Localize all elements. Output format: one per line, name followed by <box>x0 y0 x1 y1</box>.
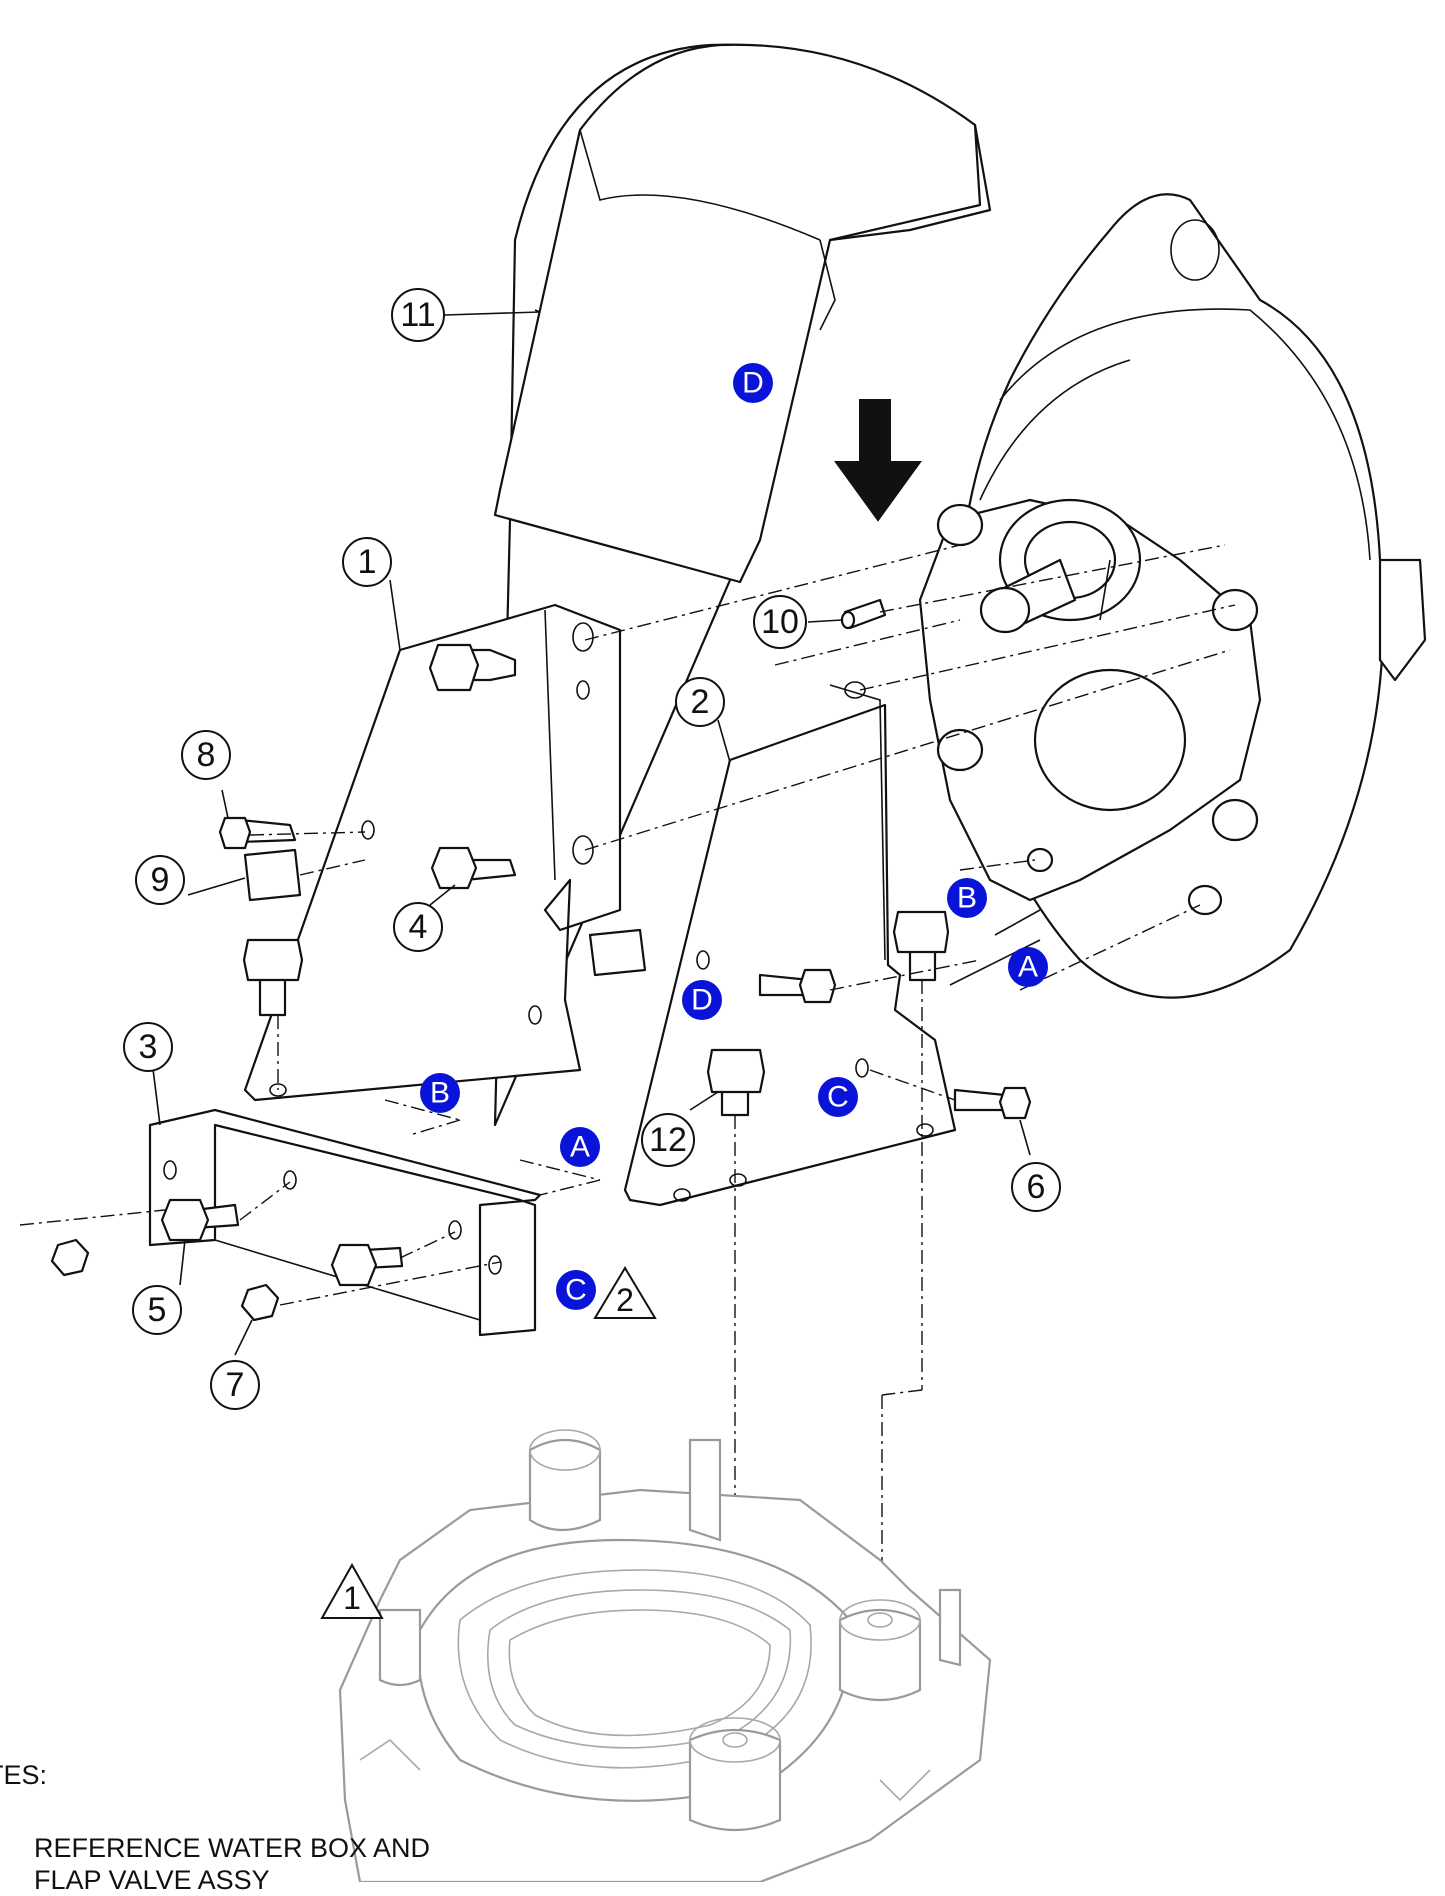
flag-d-cover: D <box>733 363 773 403</box>
flag-b-gearbox: B <box>947 878 987 918</box>
svg-text:C: C <box>827 1081 849 1114</box>
svg-text:10: 10 <box>761 603 799 641</box>
svg-text:B: B <box>957 882 977 915</box>
callout-8: 8 <box>181 730 231 780</box>
svg-text:A: A <box>1018 951 1038 984</box>
svg-text:9: 9 <box>151 861 170 899</box>
flag-d-bracket: D <box>682 980 722 1020</box>
svg-text:A: A <box>570 1131 590 1164</box>
water-box-reference-part <box>338 1429 992 1882</box>
note-triangle-2: 2 <box>593 1266 657 1319</box>
flag-c-lower: C <box>556 1270 596 1310</box>
callout-1: 1 <box>342 537 392 587</box>
svg-text:1: 1 <box>343 1580 361 1616</box>
bracket-part-2 <box>623 681 957 1207</box>
svg-text:2: 2 <box>616 1282 634 1318</box>
svg-text:8: 8 <box>197 736 216 774</box>
down-arrow-icon <box>834 399 922 522</box>
flag-a-gearbox: A <box>1008 947 1048 987</box>
callout-7: 7 <box>210 1360 260 1410</box>
cover-part <box>493 43 992 1127</box>
svg-text:5: 5 <box>148 1291 167 1329</box>
svg-text:1: 1 <box>358 543 377 581</box>
svg-text:12: 12 <box>649 1121 687 1159</box>
svg-text:7: 7 <box>226 1366 245 1404</box>
callout-9: 9 <box>135 855 185 905</box>
svg-text:6: 6 <box>1027 1168 1046 1206</box>
gearbox-assembly <box>918 193 1427 999</box>
callout-2: 2 <box>675 677 725 727</box>
svg-text:4: 4 <box>409 908 428 946</box>
flag-a-bracket: A <box>560 1127 600 1167</box>
callout-10: 10 <box>753 595 807 649</box>
callout-4: 4 <box>393 902 443 952</box>
hardware <box>50 598 1032 1322</box>
svg-text:D: D <box>742 367 764 400</box>
svg-text:D: D <box>691 984 713 1017</box>
callout-12: 12 <box>641 1113 695 1167</box>
callout-5: 5 <box>132 1285 182 1335</box>
notes-item-line-1: REFERENCE WATER BOX AND <box>34 1833 431 1863</box>
svg-text:C: C <box>565 1274 587 1307</box>
callout-3: 3 <box>123 1022 173 1072</box>
svg-text:11: 11 <box>400 296 435 334</box>
notes-item-1: REFERENCE WATER BOX AND FLAP VALVE ASSY <box>34 1832 430 1896</box>
notes-item-line-2: FLAP VALVE ASSY <box>34 1865 270 1895</box>
svg-text:B: B <box>430 1077 450 1110</box>
callout-6: 6 <box>1011 1162 1061 1212</box>
svg-text:2: 2 <box>691 683 710 721</box>
svg-text:3: 3 <box>139 1028 158 1066</box>
flag-c-bracket: C <box>818 1077 858 1117</box>
note-triangle-1: 1 <box>320 1562 384 1619</box>
notes-heading: OTES: <box>0 1760 48 1790</box>
bracket-part-1 <box>243 603 622 1102</box>
flag-b-bracket: B <box>420 1073 460 1113</box>
callout-11: 11 <box>391 288 445 342</box>
